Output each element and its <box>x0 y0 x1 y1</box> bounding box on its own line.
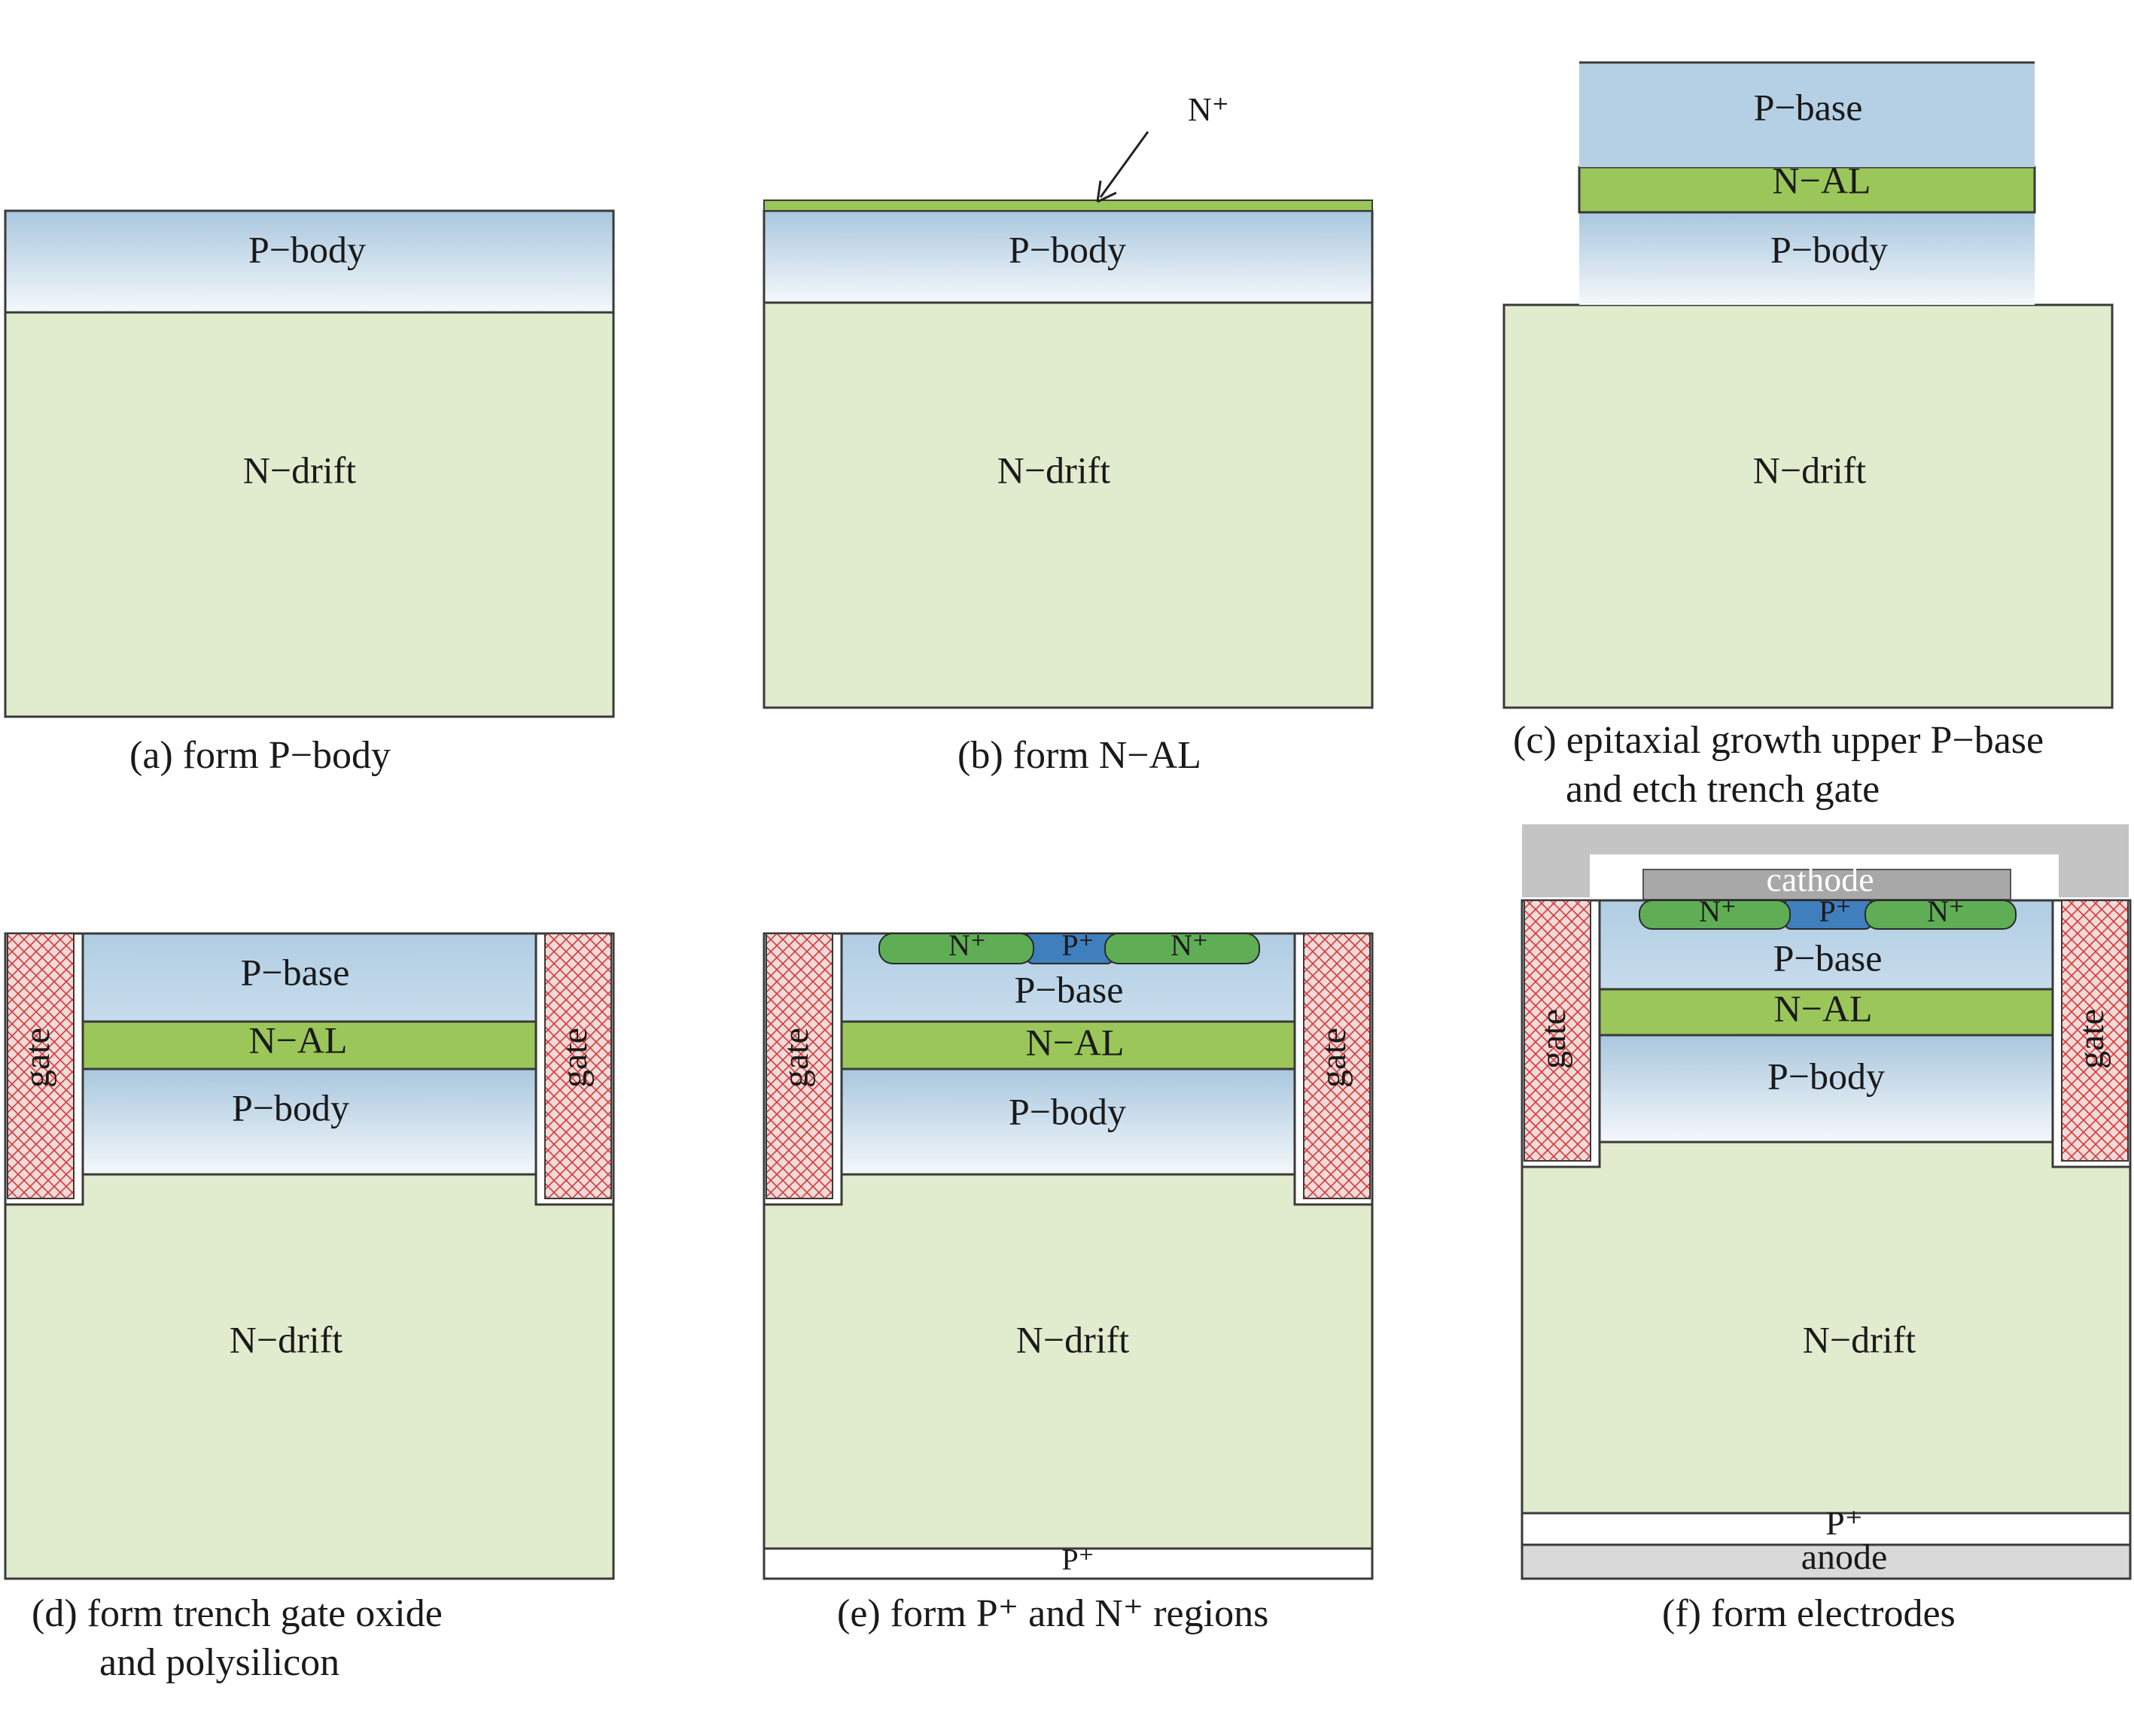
gate-label-left: gate <box>1533 1009 1573 1069</box>
n-plus-source-right <box>1104 933 1260 964</box>
implant-label: N⁺ <box>1188 91 1229 128</box>
n-drift-region <box>4 311 615 718</box>
caption-a: (a) form P−body <box>129 734 391 777</box>
caption-c-line2: and etch trench gate <box>1566 768 1880 811</box>
p-base-layer <box>1579 62 2035 167</box>
panel-b: P−body N−drift N⁺ (b) form N−AL <box>763 91 1374 777</box>
gate-poly-right <box>2061 900 2129 1162</box>
gate-poly-right <box>1303 933 1371 1199</box>
n-al-label: N−AL <box>1773 159 1871 201</box>
p-body-label: P−body <box>248 228 366 270</box>
n-plus-label-left: N⁺ <box>1699 894 1737 928</box>
n-drift-label: N−drift <box>230 1318 342 1360</box>
arrow-head-icon <box>1096 180 1117 203</box>
n-plus-source-left <box>878 933 1034 964</box>
n-plus-label-right: N⁺ <box>1171 928 1208 962</box>
caption-f: (f) form electrodes <box>1662 1592 1956 1635</box>
anode-label: anode <box>1801 1537 1888 1577</box>
gate-poly-right <box>544 933 612 1199</box>
panel-e: P⁺ N⁺ P⁺ N⁺ gate gate P−base N−AL P−body… <box>763 928 1374 1635</box>
p-plus-collector-label: P⁺ <box>1061 1543 1094 1576</box>
p-body-layer <box>1579 212 2035 305</box>
n-al-layer <box>1598 988 2054 1037</box>
p-base-label: P−base <box>241 951 350 993</box>
panel-d: gate gate P−base N−AL P−body N−drift (d)… <box>4 932 615 1684</box>
n-drift-label: N−drift <box>1016 1318 1129 1360</box>
caption-d-line2: and polysilicon <box>99 1641 339 1684</box>
p-body-layer <box>840 1067 1296 1176</box>
p-body-layer <box>763 209 1374 304</box>
n-plus-source-right <box>1865 900 2017 930</box>
gate-poly-left <box>766 933 833 1199</box>
n-al-layer <box>840 1020 1296 1071</box>
n-al-layer <box>81 1020 537 1071</box>
n-plus-label-left: N⁺ <box>948 928 986 962</box>
n-al-label: N−AL <box>249 1019 348 1061</box>
p-body-label: P−body <box>1770 228 1888 270</box>
p-body-layer <box>81 1067 537 1176</box>
p-body-label: P−body <box>232 1086 349 1128</box>
n-al-implant-layer <box>763 199 1373 212</box>
panel-c: P−base N−AL P−body N−drift (c) epitaxial… <box>1502 61 2114 811</box>
n-al-layer <box>1578 166 2036 214</box>
gate-label-left: gate <box>17 1028 57 1088</box>
n-drift-label: N−drift <box>1803 1318 1916 1360</box>
top-metal <box>1522 824 2129 897</box>
p-plus-collector-label: P⁺ <box>1825 1504 1863 1543</box>
gate-label-left: gate <box>776 1028 816 1088</box>
gate-label-right: gate <box>555 1028 595 1088</box>
gate-label-right: gate <box>1314 1028 1353 1088</box>
p-body-label: P−body <box>1009 228 1126 270</box>
caption-c-line1: (c) epitaxial growth upper P−base <box>1513 719 2044 762</box>
n-drift-region <box>4 1173 615 1580</box>
caption-d-line1: (d) form trench gate oxide <box>32 1592 443 1635</box>
gate-poly-left <box>7 933 75 1199</box>
n-drift-label: N−drift <box>243 449 356 491</box>
n-plus-source-left <box>1639 900 1791 930</box>
n-drift-label: N−drift <box>1753 449 1866 491</box>
panel-a: P−body N−drift (a) form P−body <box>4 209 615 777</box>
cathode-electrode <box>1642 869 2011 900</box>
n-plus-label-right: N⁺ <box>1927 894 1965 928</box>
caption-b: (b) form N−AL <box>957 734 1201 777</box>
p-body-layer <box>1598 1034 2054 1144</box>
caption-e: (e) form P⁺ and N⁺ regions <box>837 1592 1268 1635</box>
gate-label-right: gate <box>2072 1009 2111 1069</box>
p-body-label: P−body <box>1767 1055 1885 1097</box>
gate-poly-left <box>1524 900 1591 1162</box>
p-plus-collector-layer <box>763 1547 1374 1580</box>
p-plus-label: P⁺ <box>1819 894 1851 928</box>
n-al-label: N−AL <box>1026 1021 1125 1063</box>
n-drift-label: N−drift <box>997 449 1110 491</box>
panel-f: cathode P⁺ anode N⁺ P⁺ N⁺ gate gate P−ba… <box>1521 824 2132 1635</box>
implant-arrow <box>1099 131 1149 198</box>
p-base-label: P−base <box>1015 968 1124 1010</box>
cathode-label: cathode <box>1766 860 1874 899</box>
n-drift-region <box>1502 303 2114 709</box>
p-body-layer <box>4 209 615 314</box>
n-drift-region <box>763 1173 1374 1550</box>
p-base-label: P−base <box>1754 86 1863 128</box>
anode-electrode <box>1521 1543 2132 1580</box>
p-body-label: P−body <box>1009 1090 1126 1132</box>
n-al-label: N−AL <box>1774 987 1873 1029</box>
p-plus-label: P⁺ <box>1061 928 1094 962</box>
n-drift-region <box>763 301 1374 709</box>
p-base-label: P−base <box>1773 937 1883 979</box>
